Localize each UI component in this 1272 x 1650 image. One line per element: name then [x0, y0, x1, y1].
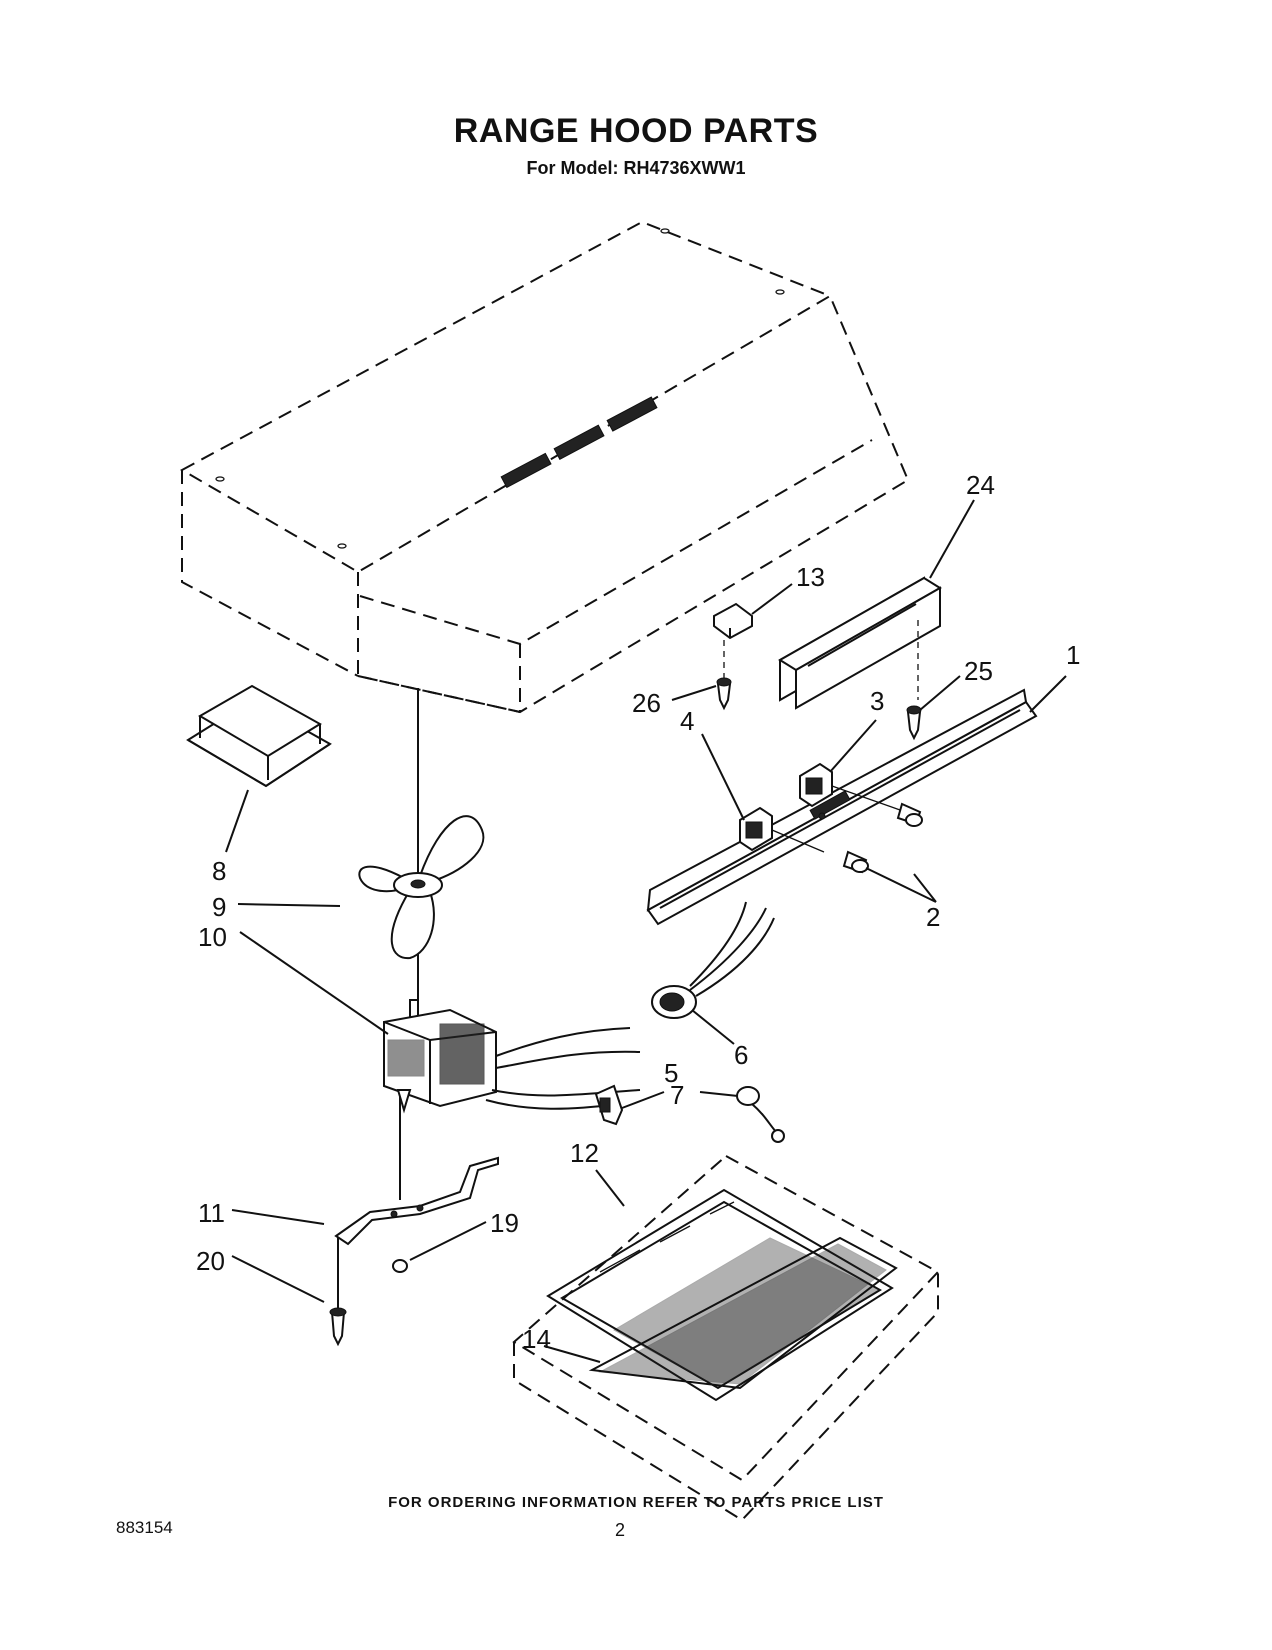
lamp-socket [651, 901, 775, 1019]
page-number: 2 [615, 1520, 626, 1540]
filter-assembly [512, 1154, 940, 1522]
callout-2: 2 [926, 902, 940, 932]
bracket-screw [329, 1307, 347, 1347]
callout-19: 19 [490, 1208, 519, 1238]
document-number: 883154 [116, 1518, 173, 1537]
hood-housing [179, 220, 910, 714]
switch-shaft-lower [771, 829, 825, 853]
callout-4: 4 [680, 706, 694, 736]
light-lens [186, 684, 332, 788]
motor-bracket [334, 1156, 499, 1246]
callout-9: 9 [212, 892, 226, 922]
callout-6: 6 [734, 1040, 748, 1070]
control-panel [646, 688, 1038, 926]
wire-connector [736, 1086, 785, 1143]
callout-11: 11 [198, 1198, 225, 1228]
model-subtitle: For Model: RH4736XWW1 [526, 158, 746, 178]
callout-5: 5 [664, 1058, 678, 1088]
callout-8: 8 [212, 856, 226, 886]
callout-26: 26 [632, 688, 661, 718]
callout-12: 12 [570, 1138, 599, 1168]
leader-lines [225, 499, 1067, 1363]
callout-1: 1 [1066, 640, 1080, 670]
switch-lower [842, 850, 869, 874]
callout-14: 14 [522, 1324, 551, 1354]
callout-25: 25 [964, 656, 993, 686]
callout-20: 20 [196, 1246, 225, 1276]
control-housing [778, 576, 942, 710]
ordering-note: FOR ORDERING INFORMATION REFER TO PARTS … [388, 1494, 884, 1511]
page-title: RANGE HOOD PARTS [453, 112, 819, 150]
callout-10: 10 [198, 922, 227, 952]
callout-3: 3 [870, 686, 884, 716]
switch-knob-upper [799, 762, 833, 808]
mounting-clip [713, 602, 753, 640]
fan-blade [358, 815, 485, 960]
clip-screw [716, 677, 732, 711]
fan-motor [383, 999, 641, 1114]
callout-13: 13 [796, 562, 825, 592]
terminal-block [594, 1084, 624, 1126]
callout-24: 24 [966, 470, 995, 500]
switch-knob-lower [739, 806, 773, 852]
housing-screw [906, 705, 922, 741]
callout-7: 7 [670, 1080, 684, 1110]
switch-upper [896, 802, 923, 827]
vent-slots [500, 396, 658, 489]
locknut [392, 1259, 408, 1273]
switch-shaft-upper [831, 785, 901, 811]
